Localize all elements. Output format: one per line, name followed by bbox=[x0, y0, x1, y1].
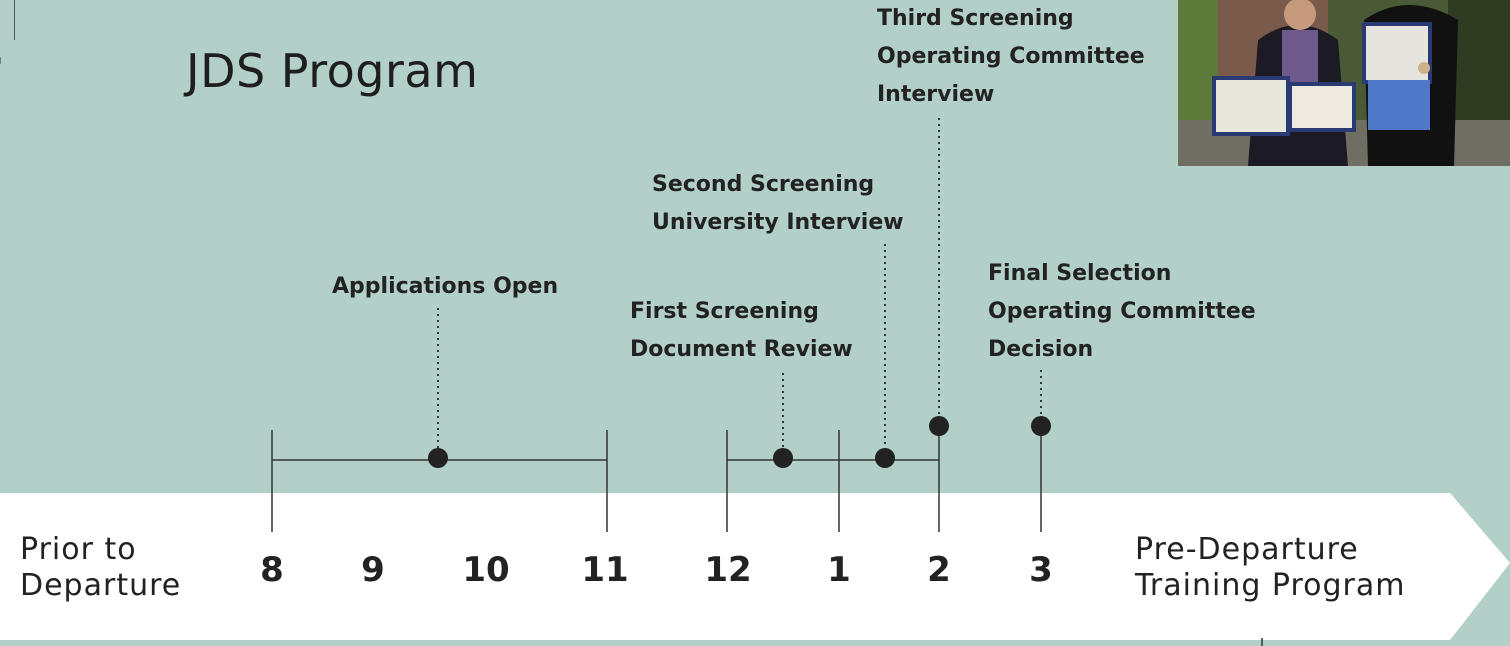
event-label-second-screening: Second Screening University Interview bbox=[652, 166, 904, 242]
event-label-third-screening: Third Screening Operating Committee Inte… bbox=[877, 0, 1145, 114]
event-label-line: Second Screening bbox=[652, 172, 875, 197]
timeline-start-line: Prior to bbox=[20, 532, 137, 567]
third-screening-marker bbox=[929, 416, 949, 436]
timeline-end-line: Pre-Departure bbox=[1135, 532, 1359, 567]
event-label-line: Final Selection bbox=[988, 261, 1172, 286]
event-label-final-selection: Final Selection Operating Committee Deci… bbox=[988, 255, 1256, 369]
page-number-rule bbox=[14, 0, 15, 40]
event-label-line: Decision bbox=[988, 337, 1094, 362]
graduation-photo-illustration bbox=[1178, 0, 1510, 166]
event-label-line: Applications Open bbox=[332, 274, 559, 299]
applications-marker bbox=[428, 448, 448, 468]
event-label-line: Operating Committee bbox=[877, 44, 1145, 69]
month-label: 12 bbox=[704, 550, 752, 590]
event-label-line: University Interview bbox=[652, 210, 904, 235]
timeline-arrow-band bbox=[0, 493, 1510, 640]
second-screening-marker bbox=[875, 448, 895, 468]
event-label-first-screening: First Screening Document Review bbox=[630, 293, 853, 369]
month-label: 8 bbox=[260, 550, 284, 590]
month-label: 9 bbox=[361, 550, 385, 590]
month-label: 3 bbox=[1029, 550, 1053, 590]
first-screening-marker bbox=[773, 448, 793, 468]
event-label-line: Document Review bbox=[630, 337, 853, 362]
timeline-start-label: Prior to Departure bbox=[20, 532, 181, 604]
month-label: 2 bbox=[927, 550, 951, 590]
event-label-applications: Applications Open bbox=[332, 268, 558, 306]
month-label: 10 bbox=[462, 550, 510, 590]
event-label-line: Interview bbox=[877, 82, 995, 107]
timeline-end-label: Pre-Departure Training Program bbox=[1135, 532, 1406, 604]
timeline-end-line: Training Program bbox=[1135, 568, 1406, 603]
graduation-photo bbox=[1178, 0, 1510, 166]
page-title: JDS Program bbox=[186, 44, 479, 98]
month-label: 11 bbox=[581, 550, 629, 590]
final-selection-marker bbox=[1031, 416, 1051, 436]
event-label-line: First Screening bbox=[630, 299, 819, 324]
timeline-start-line: Departure bbox=[20, 568, 182, 603]
event-label-line: Third Screening bbox=[877, 6, 1074, 31]
event-label-line: Operating Committee bbox=[988, 299, 1256, 324]
month-label: 1 bbox=[827, 550, 851, 590]
